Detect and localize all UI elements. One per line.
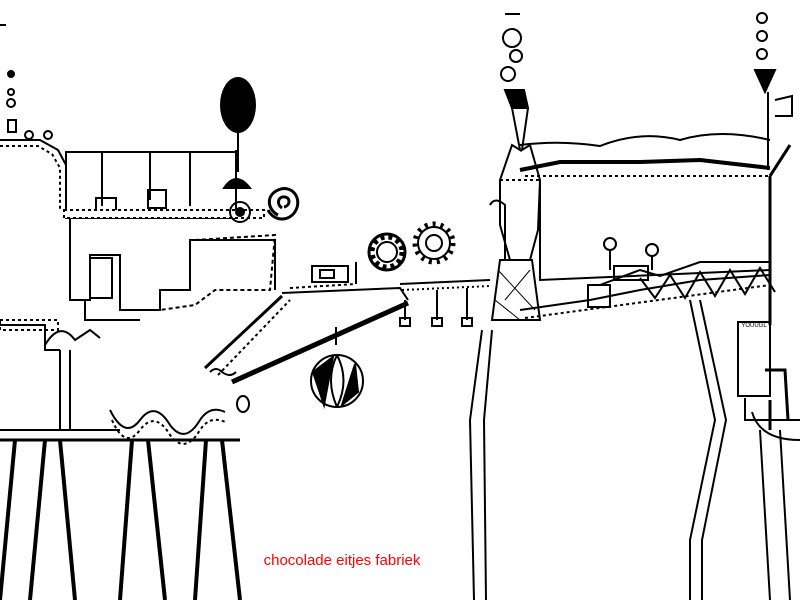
balloon-icon [220, 77, 256, 172]
spiral-icon [266, 187, 300, 221]
wavy-conveyor [109, 408, 226, 445]
support-legs [0, 299, 791, 600]
pipe-and-machine [737, 144, 800, 441]
slope-conveyor [0, 233, 277, 431]
beach-ball-icon [310, 327, 364, 409]
chocolate-egg-icon [236, 395, 250, 413]
cart [289, 262, 357, 289]
diagonal-belts [203, 286, 410, 385]
small-houses [587, 237, 659, 308]
truss [639, 266, 776, 300]
top-left-conveyor [0, 24, 67, 210]
bell-icon [222, 150, 253, 189]
right-building [519, 133, 771, 319]
wheel-icon [367, 232, 407, 272]
bridge [399, 279, 491, 327]
smoke-icon [500, 13, 523, 82]
gear-icon [229, 201, 251, 223]
caption: chocolade eitjes fabriek [263, 552, 421, 569]
chimney-icon [753, 12, 793, 170]
machine-label: YOUUGL [741, 323, 767, 329]
chimney-tower [489, 89, 542, 321]
gear-icon [412, 221, 456, 265]
